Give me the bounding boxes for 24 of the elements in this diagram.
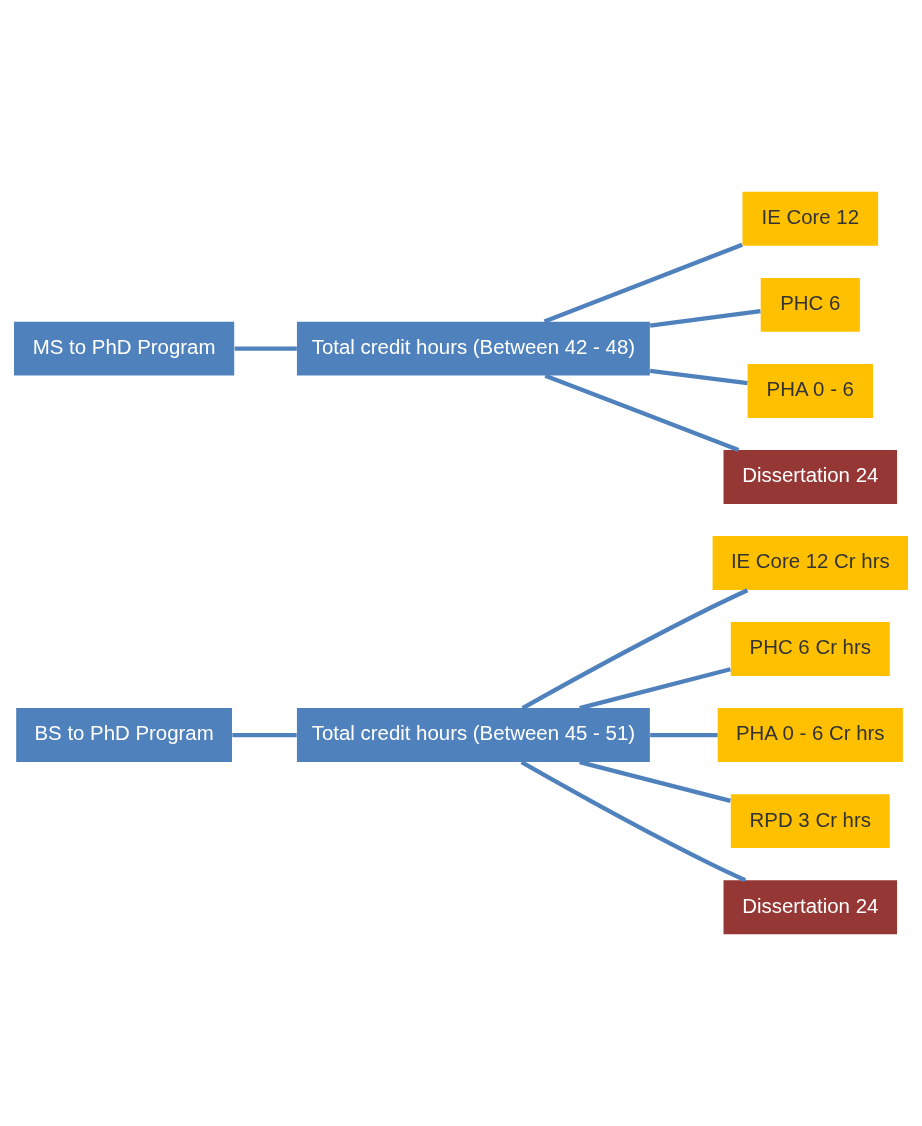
connector bbox=[232, 732, 297, 738]
node-box: Dissertation 24 bbox=[723, 880, 898, 935]
node-box: IE Core 12 Cr hrs bbox=[712, 536, 908, 590]
connector bbox=[579, 759, 731, 804]
node-box: PHA 0 - 6 bbox=[747, 363, 873, 418]
connector bbox=[543, 242, 743, 324]
connector bbox=[579, 667, 731, 711]
connector bbox=[649, 309, 761, 328]
node-box: PHC 6 bbox=[760, 277, 860, 332]
connector bbox=[649, 368, 748, 386]
node-box: MS to PhD Program bbox=[14, 321, 235, 376]
node-box: Total credit hours (Between 42 - 48) bbox=[296, 321, 650, 376]
node-box: IE Core 12 bbox=[742, 191, 879, 246]
connector bbox=[520, 760, 747, 883]
connector bbox=[521, 588, 749, 710]
connector bbox=[650, 732, 718, 738]
connector bbox=[544, 373, 740, 452]
node-box: PHA 0 - 6 Cr hrs bbox=[717, 708, 903, 763]
node-box: PHC 6 Cr hrs bbox=[730, 622, 890, 677]
node-box: Total credit hours (Between 45 - 51) bbox=[296, 708, 650, 763]
node-box: RPD 3 Cr hrs bbox=[730, 794, 890, 849]
connector bbox=[234, 346, 297, 351]
node-box: BS to PhD Program bbox=[16, 708, 233, 763]
node-box: Dissertation 24 bbox=[723, 449, 898, 504]
